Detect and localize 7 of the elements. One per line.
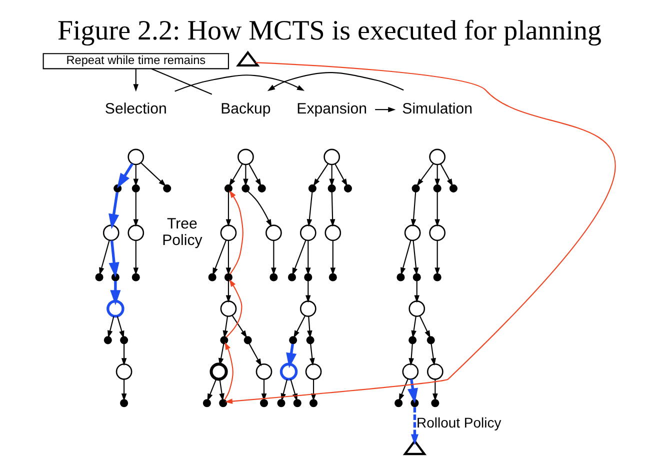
diagram-title: Figure 2.2: How MCTS is executed for planning [57,15,602,46]
node-text: Backup [220,100,271,118]
label: Tree Policy [162,216,202,249]
node-text: Simulation [402,100,472,118]
node-text: Selection [104,100,167,118]
edge-label: Rollout Policy [416,414,502,431]
node-text: Expansion [296,100,367,118]
